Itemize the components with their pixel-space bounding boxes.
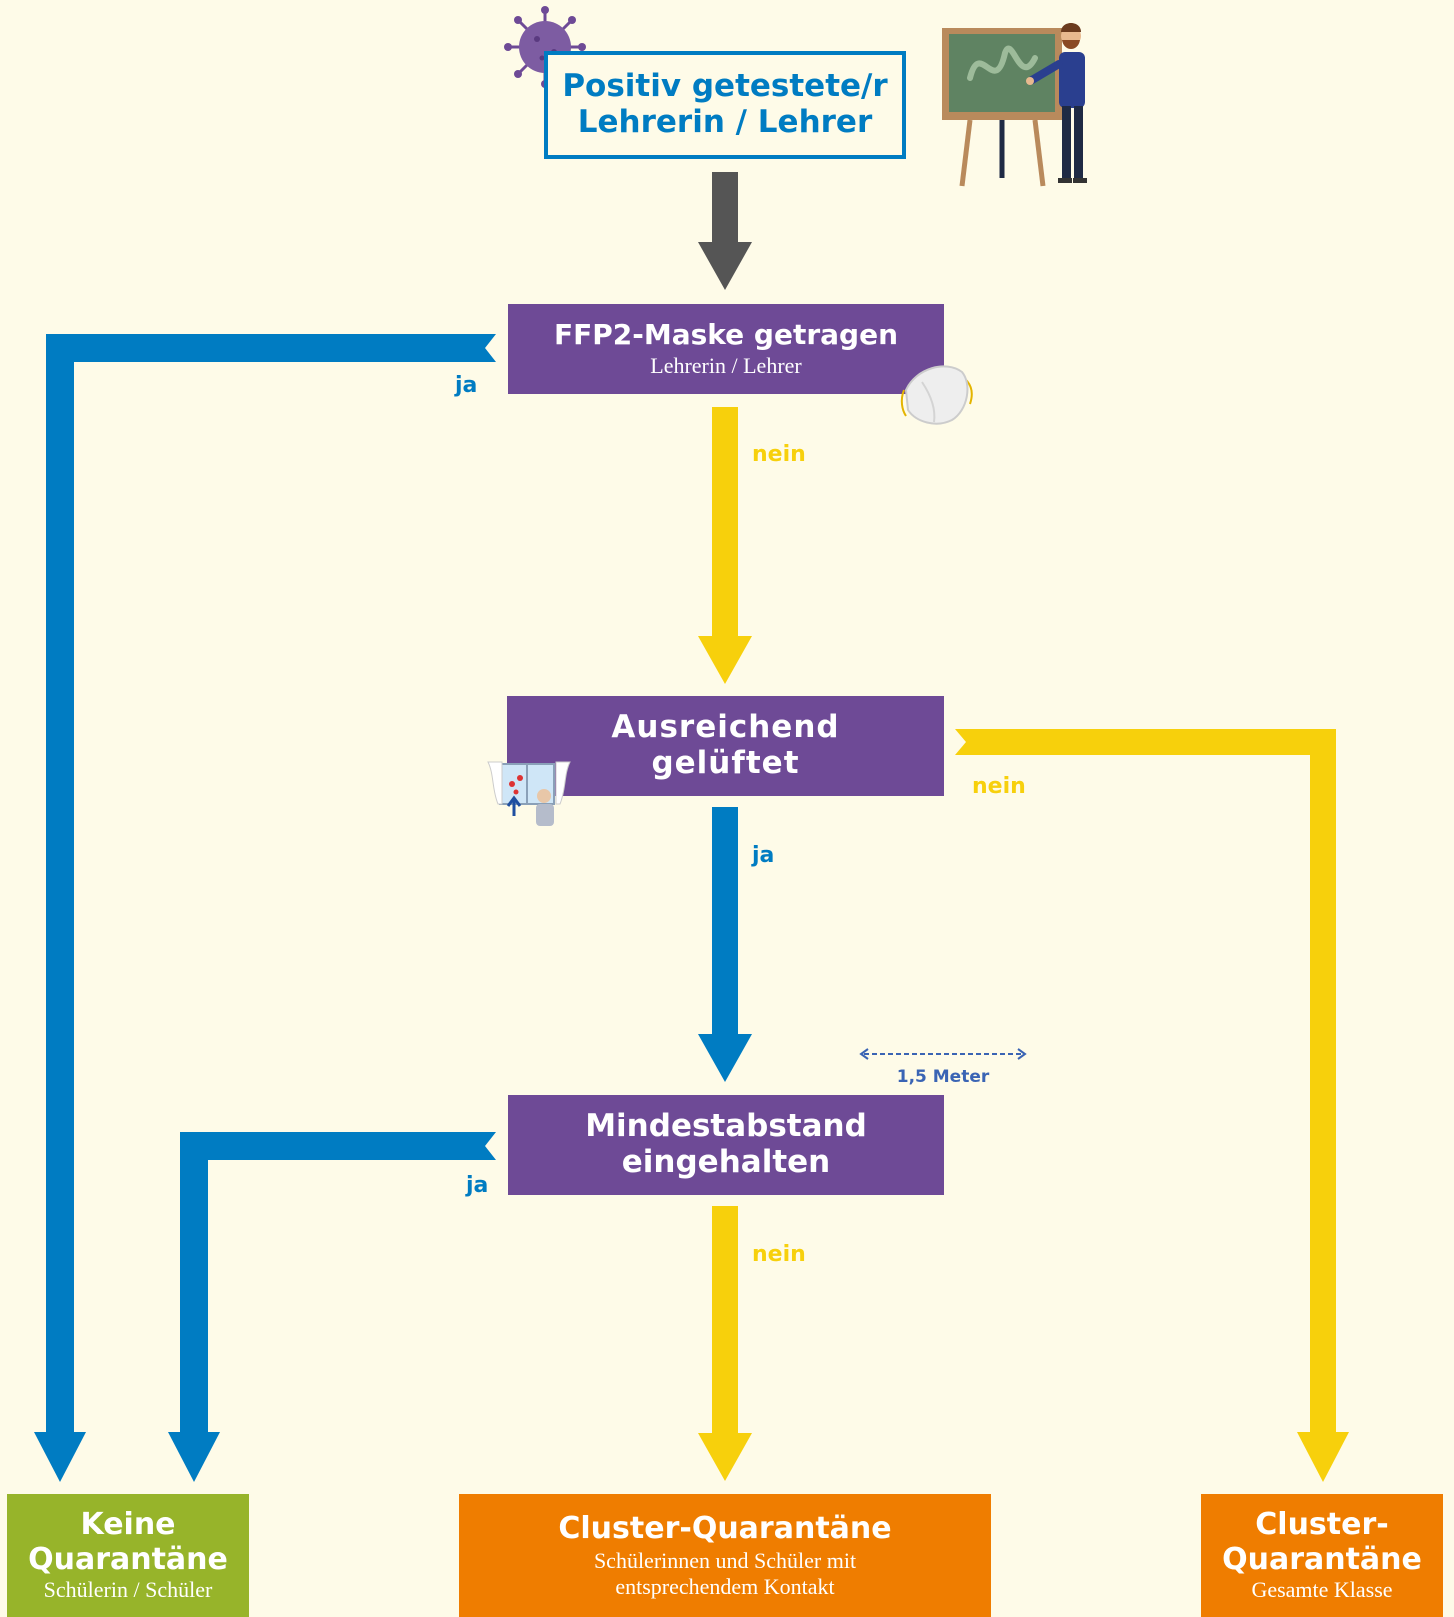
question-mask-subtitle: Lehrerin / Lehrer — [650, 353, 802, 379]
outcome-cluster-contact-sub-2: entsprechendem Kontakt — [615, 1573, 835, 1599]
outcome-cluster-class-line-1: Cluster- — [1255, 1507, 1389, 1543]
label-mask-yes: ja — [455, 373, 478, 398]
start-line-1: Positiv getestete/r — [562, 68, 888, 105]
teacher-chalkboard-icon — [942, 23, 1087, 187]
question-distance: Mindestabstand eingehalten — [508, 1095, 944, 1195]
question-ventilated-line-2: gelüftet — [651, 745, 800, 781]
arrow-ventilated-yes — [698, 807, 752, 1082]
label-distance-no: nein — [752, 1242, 806, 1267]
question-mask-title: FFP2-Maske getragen — [554, 318, 898, 352]
arrow-distance-no — [698, 1206, 752, 1481]
outcome-no-quarantine-subtitle: Schülerin / Schüler — [43, 1577, 213, 1603]
outcome-cluster-contact: Cluster-Quarantäne Schülerinnen und Schü… — [459, 1494, 991, 1617]
arrow-distance-yes — [168, 1132, 496, 1482]
outcome-cluster-class-subtitle: Gesamte Klasse — [1251, 1577, 1393, 1603]
question-ventilated-line-1: Ausreichend — [611, 709, 840, 746]
outcome-no-quarantine-line-1: Keine — [80, 1507, 176, 1543]
outcome-no-quarantine: Keine Quarantäne Schülerin / Schüler — [7, 1494, 249, 1617]
label-ventilated-yes: ja — [752, 843, 775, 868]
label-mask-no: nein — [752, 442, 806, 467]
question-distance-line-2: eingehalten — [621, 1144, 831, 1180]
label-ventilated-no: nein — [972, 774, 1026, 799]
outcome-cluster-contact-sub-1: Schülerinnen und Schüler mit — [593, 1548, 857, 1574]
outcome-cluster-class: Cluster- Quarantäne Gesamte Klasse — [1201, 1494, 1443, 1617]
arrow-mask-no — [698, 407, 752, 684]
outcome-cluster-class-line-2: Quarantäne — [1222, 1541, 1422, 1577]
question-distance-line-1: Mindestabstand — [585, 1108, 867, 1145]
distance-measure: 1,5 Meter — [896, 1067, 990, 1087]
arrow-mask-yes — [34, 334, 496, 1482]
arrow-ventilated-no — [955, 729, 1349, 1482]
start-node: Positiv getestete/r Lehrerin / Lehrer — [544, 51, 906, 159]
distance-arrow-icon — [859, 1048, 1027, 1060]
outcome-cluster-contact-title: Cluster-Quarantäne — [558, 1510, 892, 1546]
outcome-no-quarantine-line-2: Quarantäne — [28, 1541, 228, 1577]
open-window-icon — [487, 761, 571, 826]
arrow-start-to-mask — [698, 172, 752, 290]
question-ventilated: Ausreichend gelüftet — [507, 696, 944, 796]
label-distance-yes: ja — [466, 1173, 489, 1198]
start-line-2: Lehrerin / Lehrer — [577, 104, 873, 140]
distance-indicator: 1,5 Meter — [858, 1046, 1028, 1087]
ffp2-mask-icon — [900, 365, 973, 425]
question-mask: FFP2-Maske getragen Lehrerin / Lehrer — [508, 304, 944, 394]
